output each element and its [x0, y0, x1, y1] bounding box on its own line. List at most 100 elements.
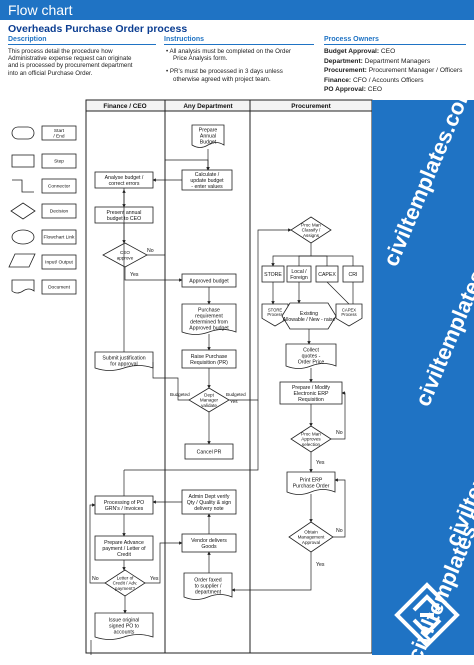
step-label-capex: CAPEX: [318, 272, 336, 278]
link-shape-store_process: [261, 303, 289, 327]
edge-label-yes-2: Yes: [230, 399, 238, 404]
step-label-approved_budget: Approved budget: [189, 278, 229, 284]
legend-label-box: [41, 203, 77, 219]
connector-line: [326, 281, 350, 305]
owner-row: Finance: CFO / Accounts Officers: [324, 76, 474, 86]
owner-row: PO Approval: CEO: [324, 85, 474, 95]
instruction-bullet: • All analysis must be completed on the …: [166, 48, 291, 55]
connector-line: [229, 228, 292, 401]
owner-row: Procurement: Procurement Manager / Offic…: [324, 66, 474, 76]
legend-label-box: [41, 125, 77, 141]
edge-label-no-2: No: [336, 430, 343, 436]
watermark-panel: civiltemplates.com civiltemplates.com ci…: [372, 79, 474, 665]
step-label-local_foreign: Local /Foreign: [290, 269, 308, 281]
owner-label: Procurement:: [324, 67, 367, 74]
instruction-line: PR's must be processed in 3 days unless: [169, 68, 283, 76]
legend-label-box: [41, 178, 77, 194]
step-label-cri: CRI: [349, 272, 358, 278]
owner-label: Finance:: [324, 76, 352, 84]
legend-document-shape: [11, 279, 35, 294]
document-shape-order_faxed: [183, 572, 233, 600]
connector-line: [333, 478, 346, 538]
edge-label-yes-4: Yes: [316, 562, 325, 568]
description-line: and is processed by procurement departme…: [8, 62, 133, 70]
description-line: into an official Purchase Order.: [8, 69, 93, 77]
legend-label-1: Step: [54, 159, 64, 165]
owner-value: Department Managers: [364, 57, 431, 65]
connector-line: [231, 552, 312, 592]
connector-line: [145, 541, 183, 584]
connector-line: [124, 267, 183, 282]
owner-label: Budget Approval:: [324, 48, 380, 55]
legend-connector-shape: [12, 179, 34, 193]
watermark-logo-icon: [394, 582, 460, 648]
connector-line: [298, 255, 311, 266]
header-bar: Flow chart: [0, 0, 474, 20]
owner-label: PO Approval:: [324, 86, 366, 93]
edge-label-no: No: [147, 248, 154, 254]
legend-label-3: Decision: [50, 209, 69, 215]
connector-line: [311, 255, 354, 266]
instruction-line: Price Analysis form.: [173, 55, 228, 63]
step-label-analyse_budget: Analyse budget /correct errors: [105, 175, 144, 187]
connector-line: [152, 362, 189, 401]
owner-value: CEO: [367, 86, 383, 93]
owner-value: CFO / Accounts Officers: [352, 76, 424, 84]
instruction-line: All analysis must be completed on the Or…: [169, 48, 291, 55]
description-heading: Description: [8, 36, 156, 45]
legend-label-4: Flowchart Link: [44, 235, 76, 241]
legend-io-shape: [8, 253, 36, 268]
instructions-text: • All analysis must be completed on the …: [166, 48, 318, 83]
legend-decision-shape: [10, 202, 36, 220]
legend-label-box: [41, 254, 77, 270]
watermark-text: civiltemplates.com: [378, 78, 474, 270]
owners-list: Budget Approval: CEO Department: Departm…: [324, 47, 474, 95]
step-box-admin_dept: [181, 489, 237, 515]
header-title: Flow chart: [8, 2, 73, 18]
document-shape-submit_just: [94, 351, 154, 371]
legend-terminal-shape: [11, 126, 35, 140]
step-label-cancel_pr: Cancel PR: [197, 449, 222, 455]
instruction-bullet: • PR's must be processed in 3 days unles…: [166, 68, 283, 76]
process-title: Overheads Purchase Order process: [8, 23, 188, 35]
step-label-store: STORE: [264, 272, 282, 278]
lane-header-1: Any Department: [183, 103, 233, 110]
legend-label-2: Connector: [48, 184, 71, 190]
edge-label-no-3: No: [336, 528, 343, 534]
edge-label-budgeted-yes: Budgeted: [226, 392, 246, 397]
connector-line: [271, 243, 312, 267]
lane-header-2: Procurement: [291, 103, 331, 110]
instruction-line: otherwise agreed with project team.: [173, 75, 271, 83]
document-shape-collect_quotes: [285, 343, 337, 369]
legend-label-6: Document: [48, 285, 71, 291]
owner-label: Department:: [324, 57, 363, 65]
edge-label-budgeted: Budgeted: [170, 392, 190, 397]
description-text: This process detail the procedure how Ad…: [8, 48, 158, 77]
description-line: Administrative expense request can origi…: [8, 55, 132, 63]
document-shape-print_erp: [286, 471, 336, 495]
document-shape-issue_original: [94, 612, 154, 640]
owner-row: Department: Department Managers: [324, 57, 474, 67]
edge-label-yes-5: Yes: [150, 576, 159, 582]
legend-label-0: Start/ End: [53, 128, 65, 140]
